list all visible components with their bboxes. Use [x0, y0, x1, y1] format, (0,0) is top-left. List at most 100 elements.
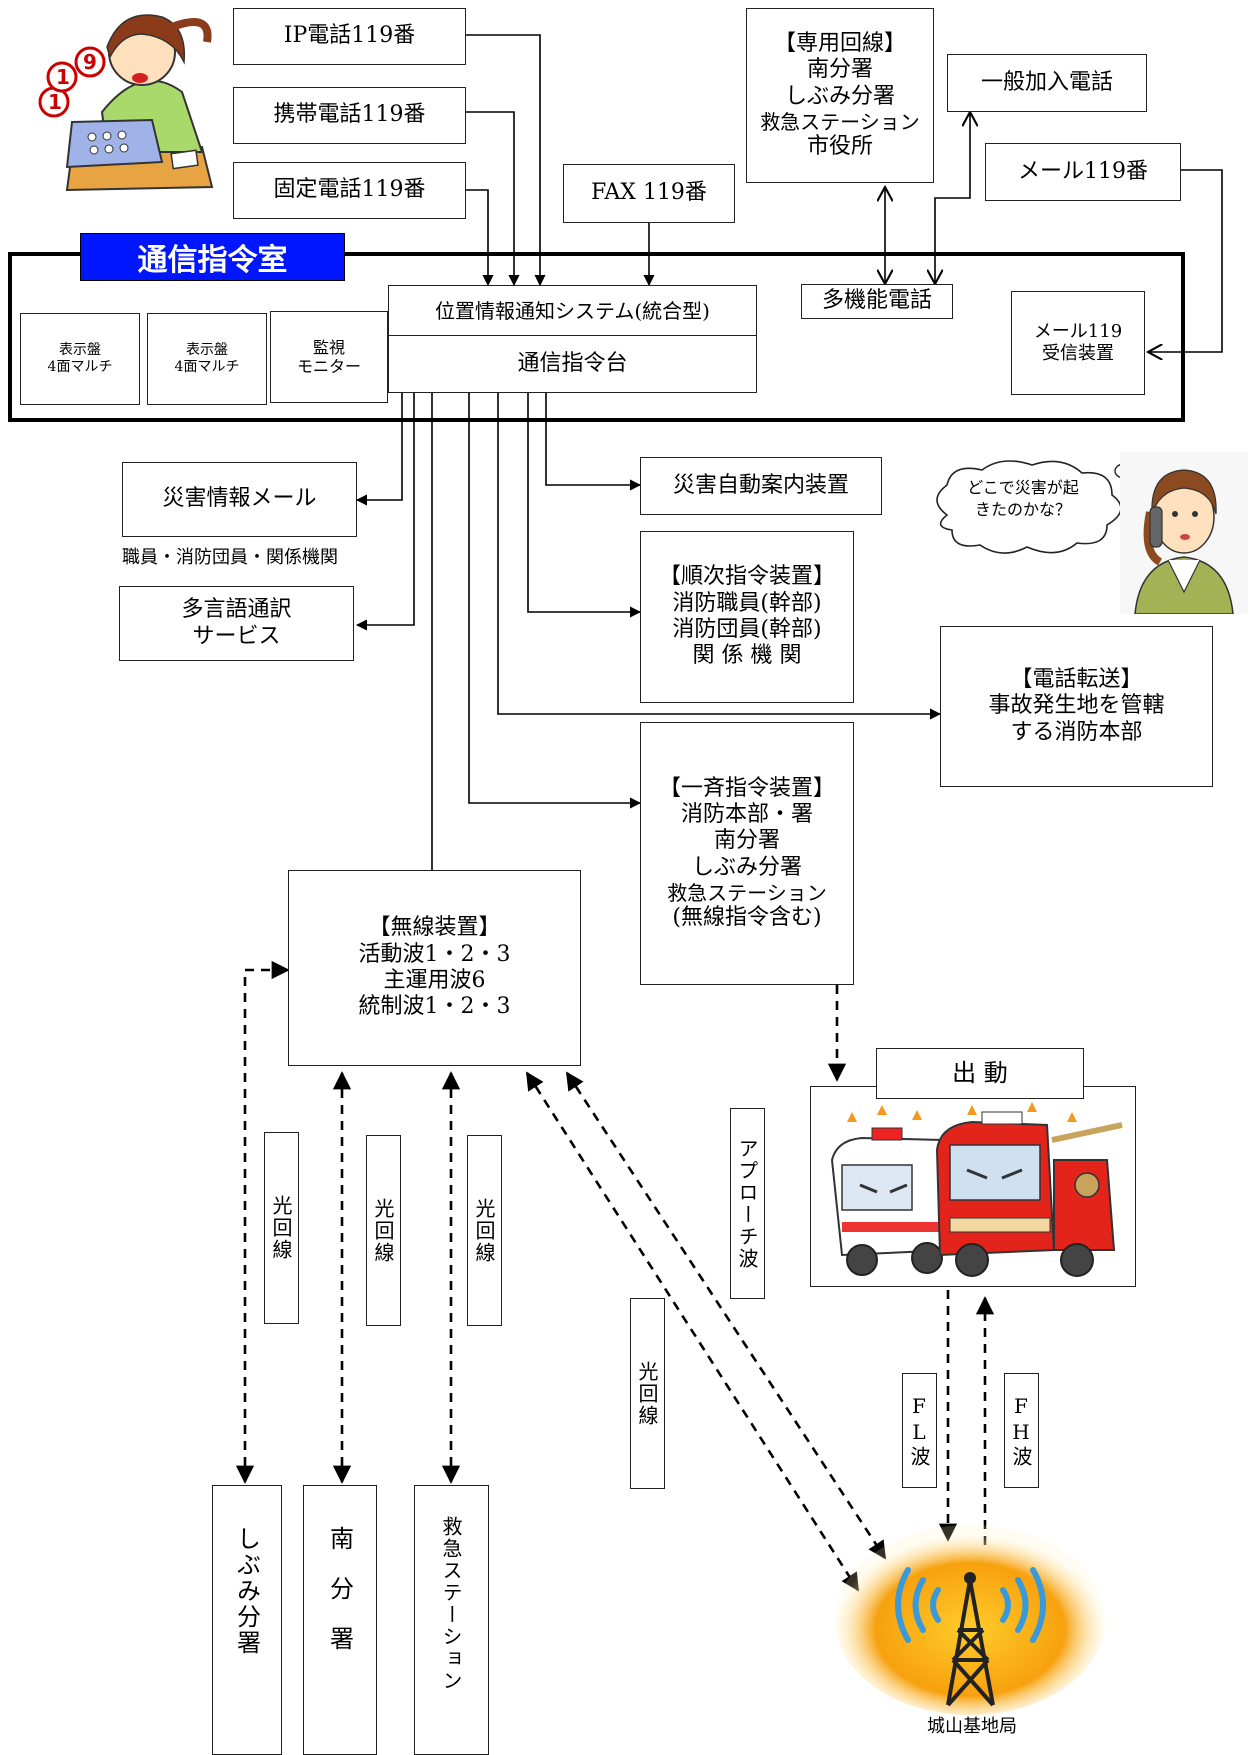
simultaneous-item: (無線指令含む) — [672, 905, 822, 931]
svg-text:1: 1 — [56, 65, 70, 89]
display-panel-1: 表示盤 4面マルチ — [20, 313, 140, 405]
line-radio-base-1 — [525, 1071, 860, 1592]
fixed-phone-box: 固定電話119番 — [233, 162, 466, 219]
disaster-mail-caption: 職員・消防団員・関係機関 — [122, 547, 338, 568]
simultaneous-item: しぶみ分署 — [691, 854, 802, 880]
ambulance-station-label: 救急ステーション — [439, 1516, 463, 1692]
sequential-item: 関 係 機 関 — [692, 643, 802, 669]
disaster-mail-box: 災害情報メール — [122, 462, 357, 537]
command-console-label: 通信指令台 — [517, 350, 628, 376]
multi-phone-label: 多機能電話 — [821, 288, 932, 314]
radio-item: 主運用波6 — [383, 968, 486, 993]
mobile-phone-box: 携帯電話119番 — [233, 87, 466, 144]
line-general-phone — [935, 112, 970, 284]
fh-wave-label: FH波 — [1009, 1393, 1033, 1468]
display-panel-label: 表示盤 — [186, 342, 228, 359]
mail-119-label: メール119番 — [1018, 158, 1148, 184]
sequential-title: 【順次指令装置】 — [658, 564, 835, 590]
sequential-item: 消防団員(幹部) — [672, 617, 822, 642]
line-sequential — [527, 393, 642, 618]
fax-box: FAX 119番 — [563, 164, 735, 223]
interpretation-label: サービス — [192, 623, 281, 649]
dedicated-line-item: 南分署 — [806, 57, 873, 83]
mail-receiver-label: メール119 — [1033, 321, 1123, 343]
fax-label: FAX 119番 — [591, 180, 707, 206]
simultaneous-command-box: 【一斉指令装置】 消防本部・署 南分署 しぶみ分署 救急ステーション (無線指令… — [640, 722, 854, 985]
simultaneous-item: 南分署 — [713, 828, 780, 854]
caller-illustration: 1 1 9 — [38, 14, 214, 192]
monitor-label: モニター — [296, 357, 361, 376]
auto-guide-label: 災害自動案内装置 — [672, 472, 849, 498]
simultaneous-title: 【一斉指令装置】 — [658, 775, 835, 801]
line-radio-shibumi — [235, 960, 290, 1484]
fl-wave-box: FL波 — [902, 1373, 937, 1488]
radio-device-box: 【無線装置】 活動波1・2・3 主運用波6 統制波1・2・3 — [288, 870, 581, 1066]
monitor-panel: 監視 モニター — [270, 311, 388, 403]
approach-wave-box: アプローチ波 — [730, 1108, 765, 1299]
svg-text:1: 1 — [48, 90, 62, 114]
fiber-label: 光回線 — [472, 1197, 496, 1264]
mobile-phone-label: 携帯電話119番 — [273, 102, 426, 128]
interpretation-box: 多言語通訳 サービス — [119, 586, 354, 661]
dedicated-line-item: 市役所 — [806, 133, 873, 159]
general-phone-box: 一般加入電話 — [947, 54, 1147, 112]
phone-transfer-box: 【電話転送】 事故発生地を管轄 する消防本部 — [940, 626, 1213, 787]
fiber-label-box: 光回線 — [366, 1135, 401, 1326]
line-simultaneous — [468, 393, 642, 809]
fire-engine-illustration — [830, 1102, 1123, 1277]
line-auto-guide — [545, 393, 642, 491]
approach-wave-label: アプローチ波 — [735, 1137, 759, 1270]
simultaneous-item: 救急ステーション — [667, 881, 827, 906]
location-system-label: 位置情報通知システム(統合型) — [434, 298, 710, 323]
sequential-item: 消防職員(幹部) — [672, 590, 822, 616]
fiber-label: 光回線 — [269, 1195, 293, 1261]
base-station-label: 城山基地局 — [927, 1716, 1017, 1737]
fixed-phone-label: 固定電話119番 — [273, 177, 426, 203]
radio-item: 統制波1・2・3 — [358, 994, 511, 1020]
fiber-label-box: 光回線 — [467, 1135, 502, 1326]
dispatch-title-box: 出 動 — [876, 1048, 1084, 1099]
ip-phone-label: IP電話119番 — [283, 23, 416, 49]
line-disaster-mail — [355, 393, 403, 506]
fiber-label-box: 光回線 — [264, 1132, 299, 1324]
thought-line: どこで災害が起 — [967, 478, 1079, 497]
thought-bubble-text: どこで災害が起 きたのかな？ — [958, 477, 1088, 520]
display-panel-label: 4面マルチ — [47, 359, 113, 375]
auto-guide-box: 災害自動案内装置 — [640, 457, 882, 515]
command-room-frame — [8, 252, 1185, 422]
radio-item: 活動波1・2・3 — [358, 941, 511, 967]
fiber-label: 光回線 — [371, 1197, 395, 1264]
multi-phone-box: 多機能電話 — [801, 284, 953, 319]
mail-receiver-box: メール119 受信装置 — [1011, 291, 1145, 395]
transfer-item: する消防本部 — [1010, 719, 1143, 745]
minami-station-label: 南分署 — [325, 1526, 354, 1676]
line-mail — [1148, 169, 1223, 352]
dispatch-title: 出 動 — [952, 1059, 1008, 1088]
command-console-box: 通信指令台 — [388, 335, 757, 393]
line-ip-phone — [466, 34, 546, 287]
line-transfer — [497, 393, 942, 720]
sequential-command-box: 【順次指令装置】 消防職員(幹部) 消防団員(幹部) 関 係 機 関 — [640, 531, 854, 703]
dedicated-line-title: 【専用回線】 — [773, 30, 906, 56]
display-panel-2: 表示盤 4面マルチ — [147, 313, 267, 405]
transfer-title: 【電話転送】 — [1010, 666, 1143, 692]
svg-text:9: 9 — [83, 50, 97, 74]
base-station-antenna-icon — [835, 1525, 1105, 1715]
general-phone-label: 一般加入電話 — [980, 69, 1113, 95]
shibumi-station-box: しぶみ分署 — [212, 1485, 282, 1755]
dedicated-line-item: しぶみ分署 — [784, 83, 895, 109]
line-radio-base-2 — [565, 1071, 887, 1560]
fiber-label: 光回線 — [635, 1360, 659, 1427]
fh-wave-box: FH波 — [1004, 1373, 1039, 1488]
mail-119-box: メール119番 — [985, 143, 1181, 201]
monitor-label: 監視 — [312, 337, 345, 357]
dedicated-line-box: 【専用回線】 南分署 しぶみ分署 救急ステーション 市役所 — [746, 8, 934, 183]
display-panel-label: 表示盤 — [59, 342, 101, 359]
mail-receiver-label: 受信装置 — [1042, 343, 1114, 364]
thought-line: きたのかな？ — [974, 499, 1071, 519]
ambulance-station-box: 救急ステーション — [414, 1485, 489, 1755]
interpretation-label: 多言語通訳 — [181, 597, 292, 623]
line-interpretation — [355, 393, 415, 631]
disaster-mail-label: 災害情報メール — [162, 486, 317, 512]
